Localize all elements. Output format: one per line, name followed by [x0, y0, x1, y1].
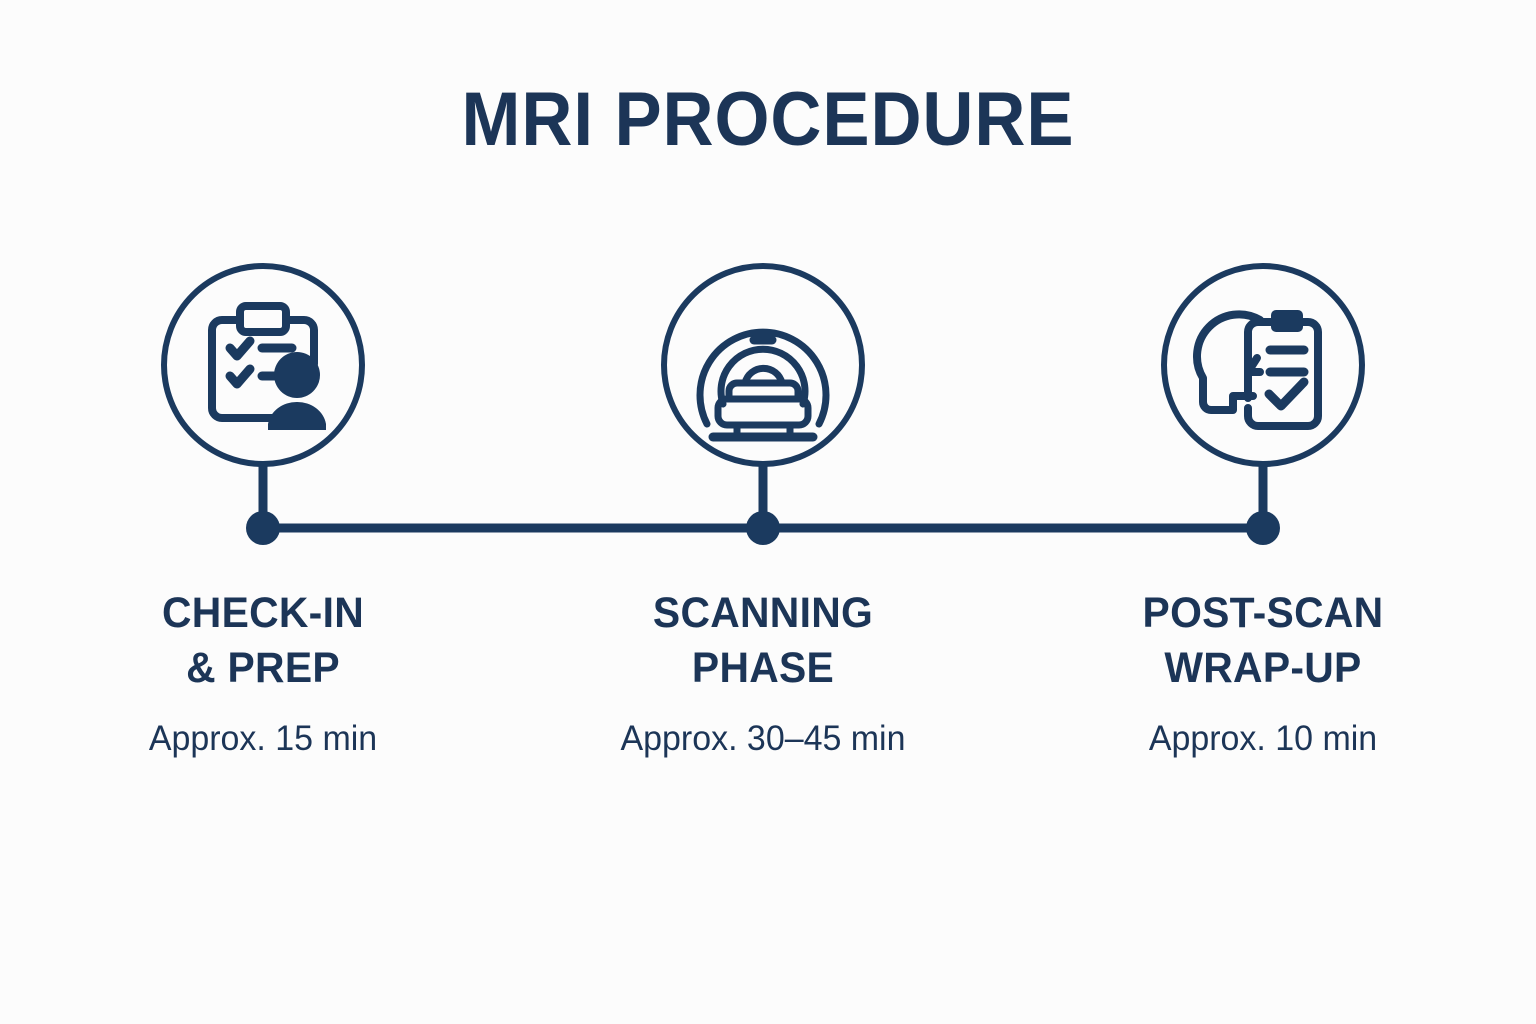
clipboard-clip-shape — [1271, 310, 1303, 332]
step-1-labels: CHECK-IN & PREP Approx. 15 min — [53, 586, 473, 760]
step-2-duration: Approx. 30–45 min — [620, 719, 906, 759]
timeline-node-dot-3[interactable] — [1246, 511, 1280, 545]
step-2-title: SCANNING PHASE — [564, 586, 963, 696]
step-2-icon-group[interactable] — [661, 263, 865, 467]
step-1-circle-frame — [161, 263, 365, 467]
step-3-title: POST-SCAN WRAP-UP — [1064, 586, 1463, 696]
head-profile-clipboard-check-icon — [1193, 310, 1322, 430]
step-3-title-line1: POST-SCAN — [1142, 589, 1384, 637]
step-3-icon-group[interactable] — [1161, 263, 1365, 467]
step-3-title-line2: WRAP-UP — [1164, 644, 1362, 693]
step-1-duration: Approx. 15 min — [148, 719, 378, 759]
person-silhouette-icon — [268, 352, 326, 430]
mri-scanner-icon — [696, 328, 830, 442]
step-1-title: CHECK-IN & PREP — [64, 586, 463, 696]
step-2-title-line1: SCANNING — [652, 589, 874, 637]
step-1-title-line1: CHECK-IN — [162, 589, 364, 637]
clipboard-checklist-person-icon — [208, 302, 318, 422]
step-3-duration: Approx. 10 min — [1148, 719, 1378, 759]
step-3-labels: POST-SCAN WRAP-UP Approx. 10 min — [1053, 586, 1473, 760]
step-2-circle-frame — [661, 263, 865, 467]
step-3-circle-frame — [1161, 263, 1365, 467]
step-2-title-line2: PHASE — [691, 644, 835, 693]
page-title: MRI PROCEDURE — [461, 77, 1075, 162]
step-1-title-line2: & PREP — [186, 644, 340, 693]
timeline-node-dot-2[interactable] — [746, 511, 780, 545]
step-2-labels: SCANNING PHASE Approx. 30–45 min — [553, 586, 973, 760]
timeline-node-dot-1[interactable] — [246, 511, 280, 545]
step-1-icon-group[interactable] — [161, 263, 365, 467]
